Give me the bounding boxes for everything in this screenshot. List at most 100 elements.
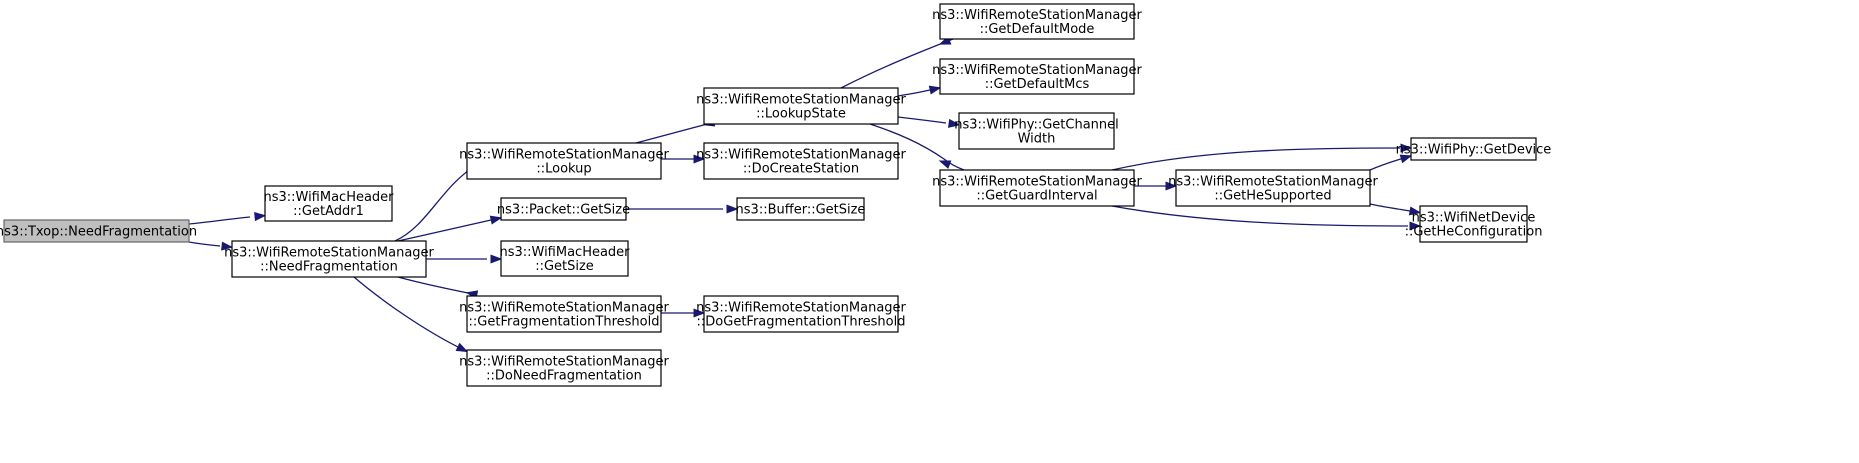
function-node[interactable]: ns3::WifiRemoteStationManager::GetHeSupp… [1168,169,1379,207]
edge-line [397,219,492,242]
edge-line [869,123,965,171]
node-label-line: ns3::Buffer::GetSize [736,203,866,218]
call-edge-n2-n7 [353,276,469,353]
arrow-head-icon [455,342,469,353]
node-label-line: ns3::WifiRemoteStationManager [459,301,669,316]
arrow-head-icon [726,204,739,214]
node-label-line: ns3::WifiRemoteStationManager [696,301,906,316]
node-label-line: ns3::WifiNetDevice [1412,211,1536,226]
function-node[interactable]: ns3::WifiRemoteStationManager::DoCreateS… [696,142,907,180]
arrow-head-icon [928,85,942,95]
edge-line [1369,157,1405,171]
call-edge-n8-n15 [869,123,965,171]
node-box [939,58,1135,95]
arrow-head-icon [1399,154,1413,164]
function-node[interactable]: ns3::WifiRemoteStationManager::GetDefaul… [932,58,1143,95]
node-box [1175,169,1371,207]
node-label-line: ::GetSize [535,259,594,274]
node-label-line: ns3::WifiRemoteStationManager [696,93,906,108]
edge-line [840,38,954,89]
arrow-head-icon [489,215,503,225]
function-node[interactable]: ns3::WifiRemoteStationManager::DoGetFrag… [696,295,907,333]
function-node[interactable]: ns3::WifiRemoteStationManager::NeedFragm… [224,240,435,278]
node-label-line: ns3::WifiMacHeader [263,190,394,205]
call-edge-n2-n6 [397,276,479,300]
arrow-head-icon [947,118,961,128]
call-edge-n16-n17 [1369,154,1413,171]
node-box [939,3,1135,40]
call-edge-n8-n12 [840,36,954,89]
edge-line [897,89,931,97]
function-node[interactable]: ns3::WifiMacHeader::GetAddr1 [263,185,394,222]
node-box [703,87,899,125]
node-box [466,295,662,333]
node-box [1410,137,1537,161]
node-label-line: ::GetDefaultMcs [985,77,1090,92]
node-box [466,349,662,387]
function-node[interactable]: ns3::Packet::GetSize [497,197,630,221]
root-function-node[interactable]: ns3::Txop::NeedFragmentation [0,219,197,243]
node-label-line: ns3::WifiRemoteStationManager [932,63,1142,78]
node-label-line: ::GetHeConfiguration [1405,225,1543,240]
call-edge-n0-n1 [188,212,267,225]
function-node[interactable]: ns3::WifiMacHeader::GetSize [499,240,630,277]
edge-line [1111,147,1401,171]
node-label-line: ::LookupState [756,107,846,122]
call-edge-n3-n8 [635,117,716,144]
function-node[interactable]: ns3::WifiPhy::GetDevice [1396,137,1552,161]
edge-line [397,276,474,295]
node-box [1419,205,1528,243]
node-label-line: ::DoCreateStation [743,162,859,177]
node-box [3,219,190,243]
node-label-line: ::DoGetFragmentationThreshold [697,315,906,330]
arrow-head-icon [254,212,267,222]
call-edges [188,36,1422,353]
node-label-line: ::GetAddr1 [293,204,364,219]
call-edge-n3-n9 [661,154,706,164]
function-node[interactable]: ns3::WifiRemoteStationManager::GetFragme… [459,295,670,333]
node-label-line: ::NeedFragmentation [260,260,398,275]
arrow-head-icon [1400,143,1413,153]
node-label-line: ns3::WifiPhy::GetChannel [954,118,1119,133]
arrow-head-icon [1409,221,1422,231]
call-edge-n15-n18 [1111,205,1422,231]
node-label-line: ::GetHeSupported [1214,189,1331,204]
function-node[interactable]: ns3::WifiRemoteStationManager::LookupSta… [696,87,907,125]
call-edge-n15-n17 [1111,143,1413,171]
call-edge-n8-n14 [897,116,961,128]
function-node[interactable]: ns3::WifiRemoteStationManager::DoNeedFra… [459,349,670,387]
call-edge-n16-n18 [1369,203,1422,216]
node-label-line: Width [1018,132,1056,147]
function-node[interactable]: ns3::Buffer::GetSize [736,197,866,221]
node-label-line: ns3::WifiRemoteStationManager [459,148,669,163]
arrow-head-icon [221,241,234,251]
edge-line [188,241,221,247]
node-box [703,295,899,333]
edge-line [1369,203,1411,212]
node-label-line: ns3::WifiRemoteStationManager [224,246,434,261]
node-box [500,240,629,277]
arrow-head-icon [938,160,952,169]
node-label-line: ns3::WifiRemoteStationManager [459,355,669,370]
function-node[interactable]: ns3::WifiNetDevice::GetHeConfiguration [1405,205,1543,243]
node-box [736,197,865,221]
arrow-head-icon [693,308,706,318]
node-box [939,169,1135,207]
function-nodes: ns3::Txop::NeedFragmentationns3::WifiMac… [0,3,1552,387]
arrow-head-icon [490,254,503,264]
function-node[interactable]: ns3::WifiRemoteStationManager::Lookup [459,142,670,180]
node-label-line: ::GetFragmentationThreshold [469,315,660,330]
node-box [500,197,627,221]
edge-line [394,163,479,242]
node-label-line: ns3::WifiMacHeader [499,245,630,260]
node-label-line: ns3::WifiPhy::GetDevice [1396,143,1552,158]
node-label-line: ::GetGuardInterval [976,189,1097,204]
function-node[interactable]: ns3::WifiRemoteStationManager::GetGuardI… [932,169,1143,207]
node-label-line: ::Lookup [536,162,591,177]
node-label-line: ::DoNeedFragmentation [486,369,642,384]
call-edge-n2-n3 [394,161,479,242]
function-node[interactable]: ns3::WifiRemoteStationManager::GetDefaul… [932,3,1143,40]
call-edge-n2-n5 [426,254,503,264]
node-box [231,240,427,278]
